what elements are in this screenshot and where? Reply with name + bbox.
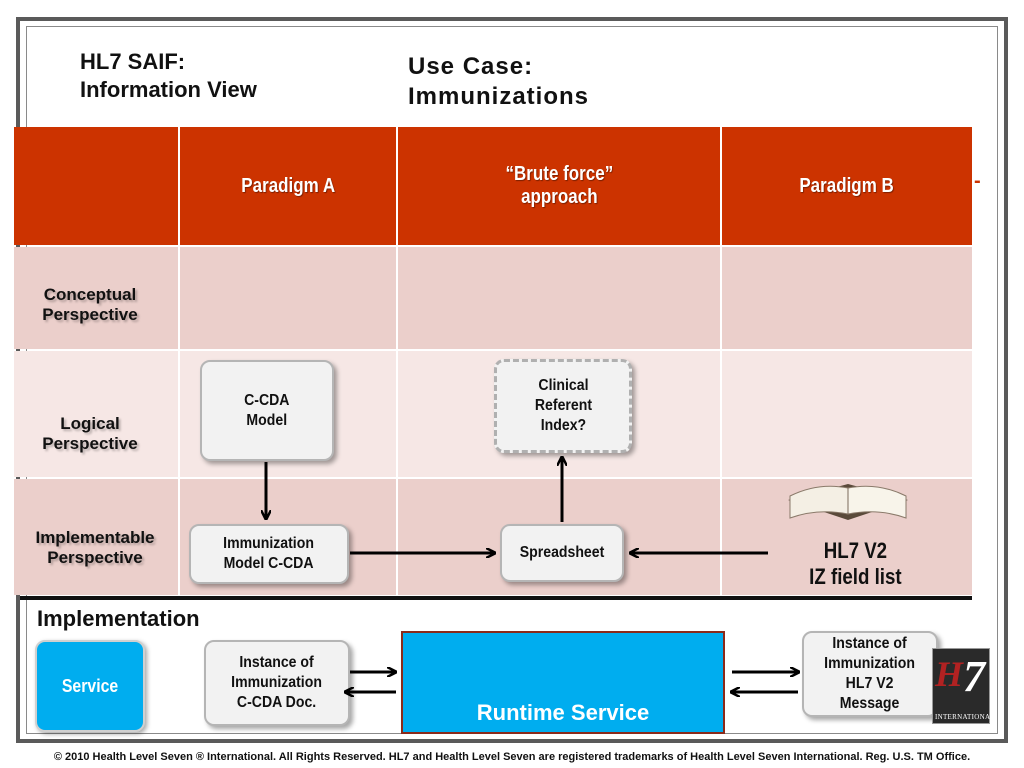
title-left-line1: HL7 SAIF: [80, 49, 186, 74]
logical-line2: Perspective [42, 434, 138, 453]
logo-text: INTERNATIONAL [935, 713, 995, 721]
runtime-service-label: Runtime Service [476, 700, 650, 725]
logical-line1: Logical [60, 414, 120, 433]
row-label-implementable: Implementable Perspective [20, 528, 170, 568]
conceptual-line1: Conceptual [43, 285, 137, 304]
header-paradigm-b: Paradigm B [722, 127, 972, 245]
header-paradigm-b-label: Paradigm B [799, 174, 895, 197]
v2-msg-line3: HL7 V2 [846, 675, 894, 692]
v2-msg-line4: Message [840, 695, 900, 712]
title-right-line2: Immunizations [408, 83, 590, 110]
implementable-line2: Perspective [47, 548, 143, 567]
clinical-referent-index-box: Clinical Referent Index? [494, 359, 632, 453]
row-logical [14, 351, 972, 477]
slide-title-right: Use Case: Immunizations [408, 52, 589, 112]
immunization-model-box: Immunization Model C-CDA [189, 524, 349, 584]
spreadsheet-label: Spreadsheet [519, 544, 605, 561]
red-dash-mark: - [974, 170, 981, 192]
cri-line3: Index? [540, 417, 586, 434]
spreadsheet-box: Spreadsheet [500, 524, 624, 582]
row-label-conceptual: Conceptual Perspective [20, 285, 160, 325]
header-brute-line2: approach [520, 186, 598, 208]
open-book-icon [788, 484, 908, 520]
header-paradigm-a: Paradigm A [180, 127, 396, 245]
v2-msg-line1: Instance of [832, 635, 908, 652]
hl7-v2-field-list: HL7 V2 IZ field list [790, 538, 920, 590]
header-brute-line1: “Brute force” [505, 163, 613, 185]
service-label: Service [61, 675, 119, 696]
v2-msg-line2: Immunization [824, 655, 916, 672]
title-left-line2: Information View [80, 77, 257, 102]
conceptual-line2: Perspective [42, 305, 138, 324]
header-corner-cell [14, 127, 178, 245]
logo-mark-7: 7 [963, 652, 985, 701]
ccda-doc-instance-box: Instance of Immunization C-CDA Doc. [204, 640, 350, 726]
slide-title-left: HL7 SAIF: Information View [80, 48, 257, 104]
header-brute-force: “Brute force” approach [398, 127, 720, 245]
cri-line1: Clinical [537, 377, 589, 394]
copyright-footer: © 2010 Health Level Seven ® Internationa… [53, 751, 971, 763]
imm-model-line1: Immunization [223, 535, 315, 552]
title-right-line1: Use Case: [408, 53, 534, 80]
ccda-model-line2: Model [246, 411, 288, 429]
cri-line2: Referent [534, 397, 592, 414]
header-paradigm-a-label: Paradigm A [241, 174, 335, 197]
row-conceptual [14, 247, 972, 349]
service-box: Service [35, 640, 145, 732]
imm-model-line2: Model C-CDA [224, 555, 314, 572]
row-label-logical: Logical Perspective [20, 414, 160, 454]
logo-mark-h: H [935, 654, 964, 694]
ccda-model-line1: C-CDA [244, 391, 290, 409]
hl7v2-line2: IZ field list [808, 564, 902, 589]
implementable-line1: Implementable [35, 528, 155, 547]
grid-divider [396, 247, 398, 595]
ccda-doc-line1: Instance of [239, 654, 315, 671]
grid-divider [720, 247, 722, 595]
grid-divider [178, 247, 180, 595]
hl7-international-logo: H 7 INTERNATIONAL [932, 648, 995, 724]
runtime-service-box [401, 631, 725, 734]
ccda-doc-line3: C-CDA Doc. [237, 694, 317, 711]
implementation-title: Implementation [37, 606, 200, 631]
ccda-model-box: C-CDA Model [200, 360, 334, 461]
ccda-doc-line2: Immunization [231, 674, 323, 691]
hl7v2-line1: HL7 V2 [823, 538, 887, 563]
